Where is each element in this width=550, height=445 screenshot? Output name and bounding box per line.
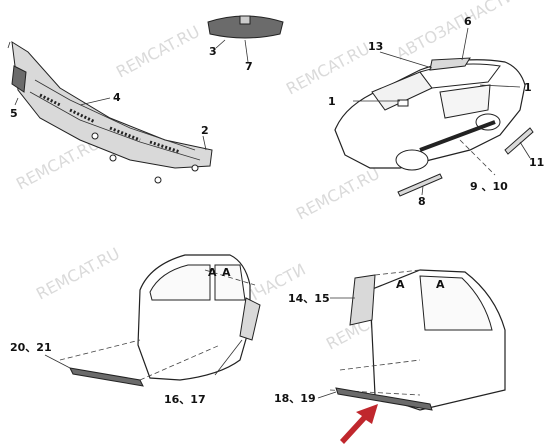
door-trim-16-17 xyxy=(239,297,261,341)
red-pointer-arrow xyxy=(340,404,378,444)
sill-molding-18-19 xyxy=(335,387,433,411)
sedan-car xyxy=(334,57,526,171)
callout-14-15: 14、15 xyxy=(288,292,330,305)
dim-a3: A xyxy=(396,278,405,291)
trim-strip-11 xyxy=(504,127,534,155)
callout-6: 6 xyxy=(464,15,472,28)
callout-1b: 1 xyxy=(524,81,532,94)
sill-molding-20-21 xyxy=(69,367,144,387)
callout-7: 7 xyxy=(245,60,253,73)
callout-13: 13 xyxy=(368,40,383,53)
door-trim-14-15 xyxy=(349,274,376,326)
callout-18-19: 18、19 xyxy=(274,392,316,405)
trim-strip-8 xyxy=(397,173,443,197)
callout-9-10: 9 、10 xyxy=(470,180,508,193)
watermark: REMCAT.RU xyxy=(33,244,123,304)
dim-a1: A xyxy=(208,266,217,279)
callout-3: 3 xyxy=(209,45,217,58)
cowl-grille-panel xyxy=(7,41,213,184)
watermark: REMCAT.RU xyxy=(293,164,383,224)
callout-5: 5 xyxy=(10,107,18,120)
callout-11: 11 xyxy=(529,156,544,169)
front-door xyxy=(329,269,506,411)
watermark: REMCAT.RU xyxy=(283,39,373,99)
watermark: АВТОЗАПЧАСТИ xyxy=(393,0,519,64)
callout-2: 2 xyxy=(201,124,209,137)
dim-a4: A xyxy=(436,278,445,291)
watermark: REMCAT.RU xyxy=(113,22,203,82)
callout-20-21: 20、21 xyxy=(10,341,52,354)
callout-16-17: 16、17 xyxy=(164,393,206,406)
callout-8: 8 xyxy=(418,195,426,208)
rear-door xyxy=(59,254,261,381)
callout-4: 4 xyxy=(113,91,121,104)
callout-1a: 1 xyxy=(328,95,336,108)
dim-a2: A xyxy=(222,266,231,279)
rearview-mirror xyxy=(207,15,284,63)
